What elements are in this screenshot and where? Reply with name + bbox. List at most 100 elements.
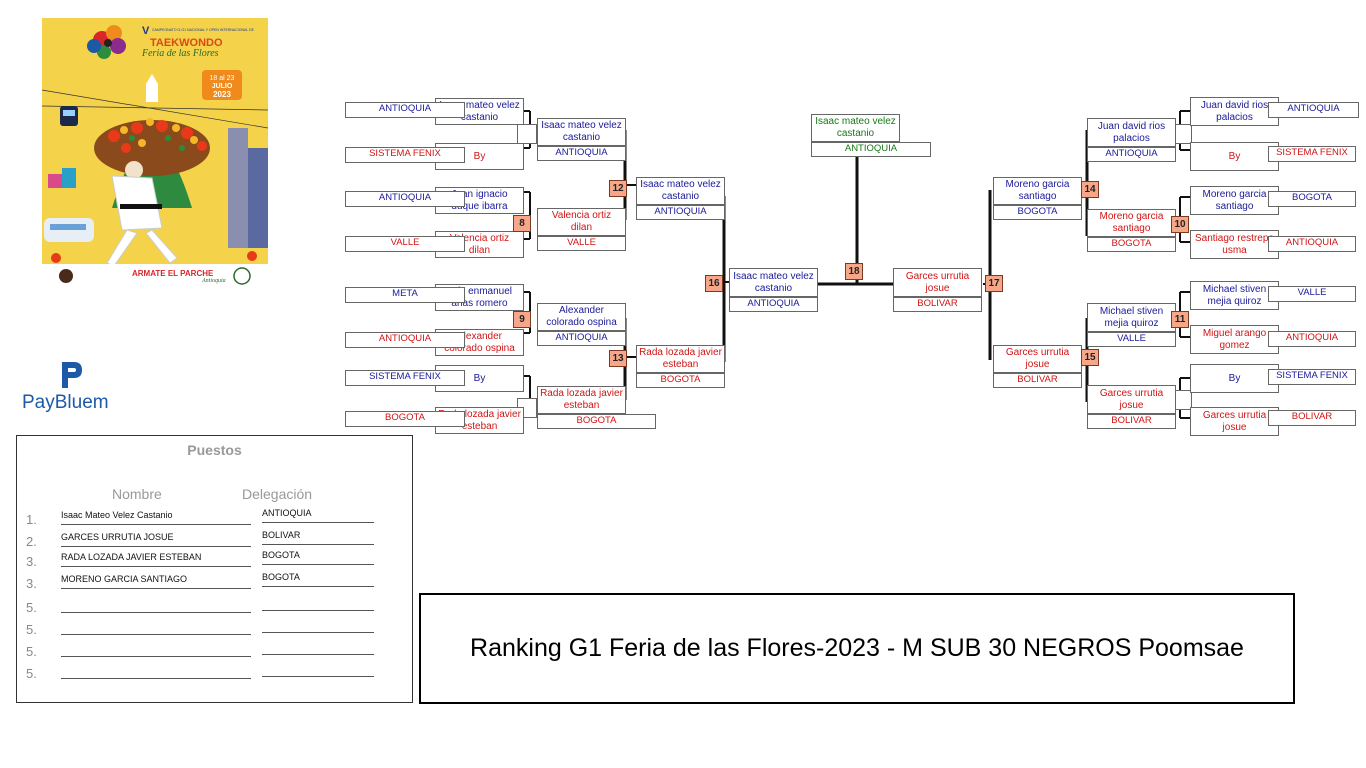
right-r1-7-delegation: BOLIVAR: [1268, 410, 1356, 426]
svg-text:CAMPEONATO G-G1 NACIONAL Y OPE: CAMPEONATO G-G1 NACIONAL Y OPEN INTERNAC…: [152, 28, 255, 32]
results-name: RADA LOZADA JAVIER ESTEBAN: [61, 552, 251, 567]
left-r1-2-delegation: ANTIOQUIA: [345, 191, 465, 207]
svg-text:18 al 23: 18 al 23: [210, 75, 235, 82]
svg-text:V: V: [142, 25, 150, 37]
results-rank: 5.: [26, 622, 37, 637]
svg-text:ARMATE EL PARCHE: ARMATE EL PARCHE: [132, 269, 214, 278]
left-r2-1-name: Valencia ortiz dilan: [537, 208, 626, 236]
results-row: 5.: [17, 640, 412, 662]
results-rank: 5.: [26, 666, 37, 681]
results-rank: 5.: [26, 644, 37, 659]
right-r1-0-delegation: ANTIOQUIA: [1268, 102, 1359, 118]
results-rank: 3.: [26, 576, 37, 591]
match-number-m17: 17: [985, 275, 1003, 292]
right-r1-3-delegation: ANTIOQUIA: [1268, 236, 1356, 252]
champion-name: Isaac mateo velez castanio: [811, 114, 900, 142]
results-name: Isaac Mateo Velez Castanio: [61, 510, 251, 525]
right-semi-name: Garces urrutia josue: [893, 268, 982, 297]
results-name: GARCES URRUTIA JOSUE: [61, 532, 251, 547]
results-rank: 5.: [26, 600, 37, 615]
poster-illustration: V CAMPEONATO G-G1 NACIONAL Y OPEN INTERN…: [42, 18, 268, 290]
results-name: [61, 598, 251, 613]
results-name: [61, 664, 251, 679]
left-semi-delegation: ANTIOQUIA: [729, 297, 818, 312]
right-r1-2-delegation: BOGOTA: [1268, 191, 1356, 207]
right-r1-0-name: Juan david rios palacios: [1190, 97, 1279, 126]
match-number-m11: 11: [1171, 311, 1189, 328]
results-col-name: Nombre: [112, 486, 162, 502]
right-r1-4-name: Michael stiven mejia quiroz: [1190, 281, 1279, 310]
match-number-m14: 14: [1081, 181, 1099, 198]
results-delegation: BOGOTA: [262, 572, 374, 587]
match-number-m13: 13: [609, 350, 627, 367]
right-r1-2-name: Moreno garcia santiago: [1190, 186, 1279, 215]
results-delegation: ANTIOQUIA: [262, 508, 374, 523]
svg-text:Feria de las Flores: Feria de las Flores: [141, 48, 219, 59]
left-r1-4-delegation: META: [345, 287, 465, 303]
left-r1-6-delegation: SISTEMA FENIX: [345, 370, 465, 386]
results-rank: 2.: [26, 534, 37, 549]
right-r2-3-delegation: BOLIVAR: [1087, 414, 1176, 429]
right-r1-3-name: Santiago restrepo usma: [1190, 230, 1279, 259]
left-r1-1-delegation: SISTEMA FENIX: [345, 147, 465, 163]
champion-delegation: ANTIOQUIA: [811, 142, 931, 157]
results-delegation: [262, 618, 374, 633]
right-r2-2-delegation: VALLE: [1087, 332, 1176, 347]
right-r1-5-delegation: ANTIOQUIA: [1268, 331, 1356, 347]
right-r3-1-name: Garces urrutia josue: [993, 345, 1082, 373]
paybluem-logo-icon: [56, 360, 86, 390]
left-r2-0-delegation: ANTIOQUIA: [537, 146, 626, 161]
left-r2-0-name: Isaac mateo velez castanio: [537, 118, 626, 146]
svg-text:TAEKWONDO: TAEKWONDO: [150, 37, 223, 49]
right-r2-2-name: Michael stiven mejia quiroz: [1087, 303, 1176, 332]
results-col-delegation: Delegación: [242, 486, 313, 502]
flower-logo-icon: [87, 25, 126, 59]
right-r3-0-name: Moreno garcia santiago: [993, 177, 1082, 205]
brand-name: PayBluem: [22, 392, 109, 413]
right-r2-0-delegation: ANTIOQUIA: [1087, 147, 1176, 162]
results-name: [61, 642, 251, 657]
left-r2-2-delegation: ANTIOQUIA: [537, 331, 626, 346]
right-semi-delegation: BOLIVAR: [893, 297, 982, 312]
left-r3-1-name: Rada lozada javier esteban: [636, 345, 725, 373]
left-r3-0-name: Isaac mateo velez castanio: [636, 177, 725, 205]
match-number-m15: 15: [1081, 349, 1099, 366]
right-r1-6-delegation: SISTEMA FENIX: [1268, 369, 1356, 385]
right-r1-7-name: Garces urrutia josue: [1190, 407, 1279, 436]
right-r1-1-name: By: [1190, 142, 1279, 171]
left-r1-7-delegation: BOGOTA: [345, 411, 465, 427]
results-delegation: [262, 596, 374, 611]
right-r1-4-delegation: VALLE: [1268, 286, 1356, 302]
results-delegation: BOGOTA: [262, 550, 374, 565]
left-r3-0-delegation: ANTIOQUIA: [636, 205, 725, 220]
match-number-m16: 16: [705, 275, 723, 292]
match-number-m9: 9: [513, 311, 531, 328]
match-number-m8: 8: [513, 215, 531, 232]
left-r2-3-delegation: BOGOTA: [537, 414, 656, 429]
results-name: [61, 620, 251, 635]
match-number-m10: 10: [1171, 216, 1189, 233]
results-delegation: [262, 662, 374, 677]
left-r1-0-delegation: ANTIOQUIA: [345, 102, 465, 118]
match-number-m18: 18: [845, 263, 863, 280]
right-r1-5-name: Miguel arango gomez: [1190, 325, 1279, 354]
results-row: 5.: [17, 596, 412, 618]
svg-text:Antioquia: Antioquia: [201, 278, 226, 284]
right-r2-1-name: Moreno garcia santiago: [1087, 209, 1176, 237]
left-r2-3-name: Rada lozada javier esteban: [537, 386, 626, 414]
results-title: Puestos: [187, 442, 242, 458]
left-r2-2-name: Alexander colorado ospina: [537, 303, 626, 331]
event-poster: V CAMPEONATO G-G1 NACIONAL Y OPEN INTERN…: [42, 18, 268, 290]
right-r3-1-delegation: BOLIVAR: [993, 373, 1082, 388]
match-number-m12: 12: [609, 180, 627, 197]
right-r2-0-name: Juan david rios palacios: [1087, 118, 1176, 147]
left-r1-7-name: Rada lozada javier esteban: [435, 407, 524, 434]
results-panel: Puestos Nombre Delegación 1.Isaac Mateo …: [16, 435, 413, 703]
left-r2-1-delegation: VALLE: [537, 236, 626, 251]
left-r1-3-delegation: VALLE: [345, 236, 465, 252]
right-r1-1-delegation: SISTEMA FENIX: [1268, 146, 1356, 162]
